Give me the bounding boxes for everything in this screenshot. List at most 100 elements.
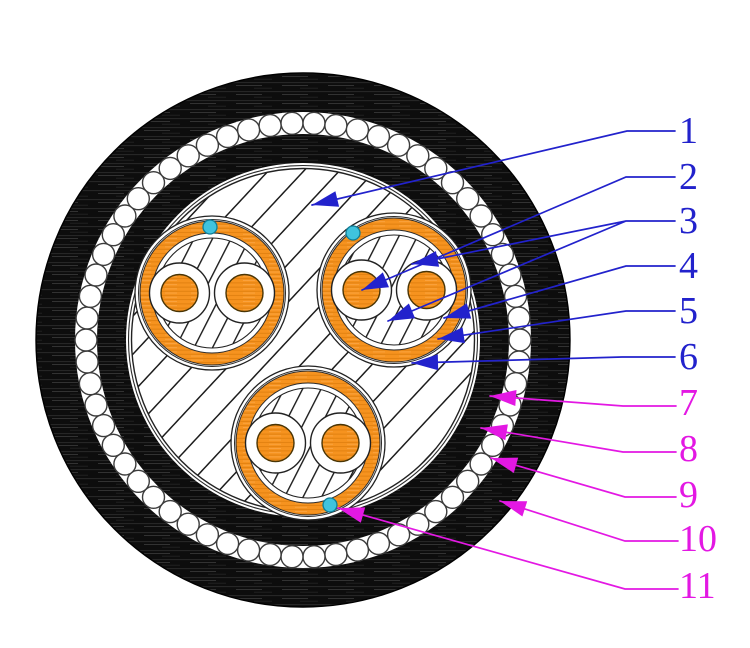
armor-wire-bead [481, 433, 505, 457]
armor-wire-bead [490, 242, 515, 267]
armor-wire-bead [258, 542, 282, 567]
armor-wire-bead [158, 499, 182, 524]
conductor-left [160, 273, 199, 313]
callout-9: 9 [490, 457, 698, 516]
armor-wire-bead [101, 433, 126, 457]
armor-wire-bead [113, 204, 137, 228]
label-number-9: 9 [679, 474, 698, 516]
armor-wire-bead [236, 118, 261, 142]
armor-wire-bead [113, 452, 137, 476]
leader-line-8 [480, 427, 677, 453]
armor-wire-bead [345, 538, 370, 562]
armor-wire-bead [101, 222, 126, 247]
leader-line-5 [437, 310, 676, 340]
leader-line-6 [411, 356, 676, 364]
callout-4: 4 [443, 245, 698, 319]
armor-wire-bead [503, 284, 528, 308]
conductor-right [321, 423, 360, 463]
callout-11: 11 [337, 507, 716, 607]
armor-wire-bead [366, 124, 391, 149]
armor-wire-bead [324, 113, 348, 138]
armor-wire-bead [424, 499, 448, 524]
leader-arrowhead-7 [490, 390, 517, 406]
armor-wire-bead [215, 531, 240, 556]
leader-line-4 [443, 265, 676, 319]
armor-wire-bead [386, 523, 411, 547]
armor-wire-bead [75, 306, 99, 330]
armor-wire-bead [78, 372, 103, 396]
armor-wire-bead [469, 204, 493, 228]
armor-wire-bead [84, 393, 108, 417]
label-number-11: 11 [679, 565, 716, 607]
callout-10: 10 [499, 500, 717, 560]
armor-wire-bead [324, 542, 348, 567]
label-number-5: 5 [679, 290, 698, 332]
armor-wire-bead [158, 156, 182, 181]
armor-wires [74, 111, 532, 569]
armor-wire-bead [75, 350, 99, 374]
armor-wire-bead [176, 512, 200, 536]
leader-arrowhead-10 [500, 501, 528, 517]
armor-wire-bead [195, 133, 220, 157]
armor-wire-bead [508, 328, 532, 352]
leader-arrowhead-2 [362, 272, 389, 290]
leader-arrowhead-11 [338, 507, 366, 523]
armor-wire-bead [141, 485, 166, 509]
leader-line-3 [387, 220, 676, 322]
armor-wire-bead [78, 284, 103, 308]
label-number-2: 2 [679, 156, 698, 198]
armor-wire-bead [440, 485, 465, 509]
conductor-left [256, 423, 295, 463]
callout-7: 7 [489, 382, 698, 424]
armor-wire-bead [386, 133, 411, 157]
armor-wire-bead [91, 242, 116, 267]
phase-marker-dot [202, 219, 218, 235]
callout-8: 8 [480, 424, 698, 470]
armor-wire-bead [236, 538, 261, 562]
armor-wire-bead [302, 545, 326, 569]
armor-wire-bead [195, 523, 220, 547]
leader-line-10 [499, 500, 679, 542]
callout-2: 2 [361, 156, 698, 291]
armor-wire-bead [507, 306, 531, 330]
armor-wire-bead [280, 111, 304, 136]
armor-wire-bead [176, 144, 200, 168]
leader-line-7 [489, 395, 677, 407]
conductor-right [407, 270, 446, 310]
core-bottom [230, 365, 386, 521]
armor-wire-bead [258, 113, 282, 138]
callout-1: 1 [311, 110, 698, 207]
leader-line-9 [490, 457, 677, 498]
conductor-right [225, 273, 264, 313]
armor-wire-bead [280, 545, 304, 569]
armor-wire-bead [126, 186, 151, 211]
callout-6: 6 [411, 336, 698, 378]
label-number-4: 4 [679, 245, 698, 287]
label-number-7: 7 [679, 382, 698, 424]
callout-3: 3 [387, 200, 698, 322]
armor-wire-bead [84, 263, 108, 287]
armor-wire-bead [74, 328, 98, 352]
armor-wire-bead [126, 469, 151, 493]
label-number-1: 1 [679, 110, 698, 152]
armor-wire-bead [302, 111, 326, 136]
leader-arrowhead-3a [412, 251, 440, 267]
label-number-3: 3 [679, 200, 698, 242]
leader-arrowhead-6 [412, 354, 439, 371]
leader-arrowhead-9 [491, 457, 519, 473]
armor-wire-bead [141, 170, 166, 195]
leader-line-2 [361, 176, 676, 291]
armor-wire-bead [215, 124, 240, 149]
callouts: 1 2 3 4 5 6 [311, 110, 717, 607]
leader-line-11 [337, 507, 679, 590]
leader-arrowhead-5 [438, 327, 465, 344]
leader-line-1 [311, 130, 676, 206]
cable-body [35, 72, 571, 608]
armor-wire-bead [366, 531, 391, 556]
armor-wire-bead [469, 452, 493, 476]
leader-arrowhead-3b [388, 303, 416, 321]
phase-marker-dot [345, 225, 361, 241]
armor-wire-bead [507, 350, 531, 374]
core-top-right [316, 212, 472, 368]
